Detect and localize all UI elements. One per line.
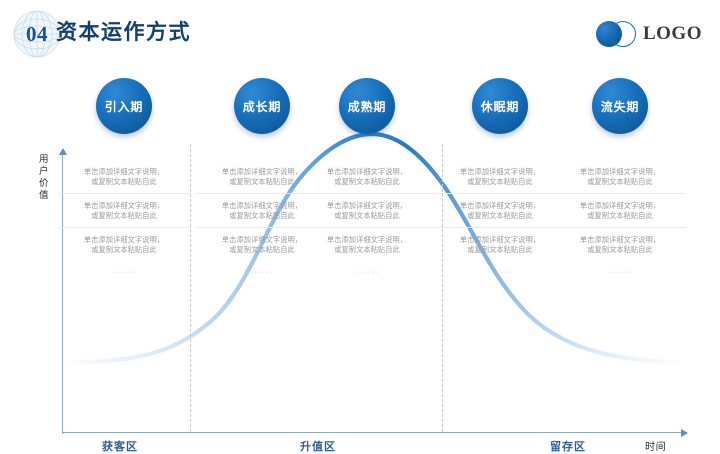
desc-line-1: 单击添加详细文字说明， — [579, 200, 661, 210]
stage-desc-item[interactable]: 单击添加详细文字说明， 或复制文本粘贴自此 — [434, 227, 566, 261]
stage-desc-item[interactable]: 单击添加详细文字说明， 或复制文本粘贴自此 — [58, 160, 190, 193]
stage-bubble-introduction[interactable]: 引入期 — [96, 78, 152, 134]
desc-line-1: 单击添加详细文字说明， — [459, 234, 541, 244]
desc-line-1: 单击添加详细文字说明， — [579, 166, 661, 176]
stage-desc-list: 单击添加详细文字说明， 或复制文本粘贴自此 单击添加详细文字说明， 或复制文本粘… — [554, 160, 686, 276]
globe-icon: 04 — [9, 6, 65, 62]
stage-label: 流失期 — [600, 99, 640, 114]
stage-ellipsis: ······ — [249, 267, 275, 276]
desc-line-1: 单击添加详细文字说明， — [221, 234, 303, 244]
desc-line-2: 或复制文本粘贴自此 — [229, 176, 295, 186]
stage-desc-item[interactable]: 单击添加详细文字说明， 或复制文本粘贴自此 — [434, 160, 566, 193]
stage-desc-item[interactable]: 单击添加详细文字说明， 或复制文本粘贴自此 — [196, 160, 328, 193]
arrow-up-icon — [58, 148, 67, 155]
stage-bubble-maturity[interactable]: 成熟期 — [339, 78, 395, 134]
desc-line-2: 或复制文本粘贴自此 — [229, 210, 295, 220]
desc-line-2: 或复制文本粘贴自此 — [229, 244, 295, 254]
stage-column-growth[interactable]: 成长期 单击添加详细文字说明， 或复制文本粘贴自此 单击添加详细文字说明， 或复… — [196, 78, 328, 276]
page-title: 资本运作方式 — [56, 20, 191, 44]
stage-label: 休眠期 — [480, 99, 520, 114]
stage-bubble-churn[interactable]: 流失期 — [592, 78, 648, 134]
stage-desc-item[interactable]: 单击添加详细文字说明， 或复制文本粘贴自此 — [196, 193, 328, 227]
stage-ellipsis: ······ — [607, 267, 633, 276]
desc-line-1: 单击添加详细文字说明， — [221, 200, 303, 210]
y-axis-label: 用户价值 — [38, 154, 49, 201]
desc-line-2: 或复制文本粘贴自此 — [467, 210, 533, 220]
stage-desc-item[interactable]: 单击添加详细文字说明， 或复制文本粘贴自此 — [301, 193, 433, 227]
stage-ellipsis: ······ — [111, 267, 137, 276]
desc-line-1: 单击添加详细文字说明， — [326, 234, 408, 244]
stage-desc-list: 单击添加详细文字说明， 或复制文本粘贴自此 单击添加详细文字说明， 或复制文本粘… — [58, 160, 190, 276]
zone-label-retention: 留存区 — [550, 441, 586, 453]
overlapping-circles-icon — [595, 20, 638, 48]
stage-desc-item[interactable]: 单击添加详细文字说明， 或复制文本粘贴自此 — [554, 227, 686, 261]
arrow-right-icon — [681, 428, 688, 437]
desc-line-1: 单击添加详细文字说明， — [326, 200, 408, 210]
x-axis-line — [62, 432, 682, 433]
stage-ellipsis: ······ — [487, 267, 513, 276]
stage-label: 成熟期 — [347, 99, 387, 114]
logo[interactable]: LOGO — [595, 18, 702, 50]
stage-desc-item[interactable]: 单击添加详细文字说明， 或复制文本粘贴自此 — [301, 227, 433, 261]
desc-line-1: 单击添加详细文字说明， — [83, 234, 165, 244]
zone-label-growth: 升值区 — [300, 441, 336, 453]
stage-desc-list: 单击添加详细文字说明， 或复制文本粘贴自此 单击添加详细文字说明， 或复制文本粘… — [434, 160, 566, 276]
zone-label-acquisition: 获客区 — [102, 441, 138, 453]
desc-line-2: 或复制文本粘贴自此 — [467, 244, 533, 254]
stage-desc-item[interactable]: 单击添加详细文字说明， 或复制文本粘贴自此 — [196, 227, 328, 261]
y-axis-line — [62, 154, 63, 434]
stage-ellipsis: ······ — [354, 267, 380, 276]
zone-divider — [442, 144, 443, 432]
stage-desc-item[interactable]: 单击添加详细文字说明， 或复制文本粘贴自此 — [434, 193, 566, 227]
desc-line-2: 或复制文本粘贴自此 — [91, 210, 157, 220]
stage-desc-list: 单击添加详细文字说明， 或复制文本粘贴自此 单击添加详细文字说明， 或复制文本粘… — [196, 160, 328, 276]
slide-header: 04 资本运作方式 LOGO — [0, 0, 720, 66]
desc-line-1: 单击添加详细文字说明， — [83, 166, 165, 176]
stage-desc-list: 单击添加详细文字说明， 或复制文本粘贴自此 单击添加详细文字说明， 或复制文本粘… — [301, 160, 433, 276]
desc-line-2: 或复制文本粘贴自此 — [334, 210, 400, 220]
section-number: 04 — [26, 21, 48, 46]
desc-line-2: 或复制文本粘贴自此 — [587, 176, 653, 186]
stage-desc-item[interactable]: 单击添加详细文字说明， 或复制文本粘贴自此 — [554, 193, 686, 227]
stage-label: 引入期 — [104, 99, 144, 114]
stage-bubble-dormancy[interactable]: 休眠期 — [472, 78, 528, 134]
stage-bubble-growth[interactable]: 成长期 — [234, 78, 290, 134]
desc-line-2: 或复制文本粘贴自此 — [587, 210, 653, 220]
stage-desc-item[interactable]: 单击添加详细文字说明， 或复制文本粘贴自此 — [301, 160, 433, 193]
desc-line-1: 单击添加详细文字说明， — [221, 166, 303, 176]
desc-line-1: 单击添加详细文字说明， — [459, 166, 541, 176]
x-axis-label: 时间 — [645, 442, 667, 453]
logo-ring — [609, 21, 636, 47]
stage-desc-item[interactable]: 单击添加详细文字说明， 或复制文本粘贴自此 — [554, 160, 686, 193]
desc-line-2: 或复制文本粘贴自此 — [334, 244, 400, 254]
zone-divider — [190, 144, 191, 432]
stage-column-introduction[interactable]: 引入期 单击添加详细文字说明， 或复制文本粘贴自此 单击添加详细文字说明， 或复… — [58, 78, 190, 276]
desc-line-1: 单击添加详细文字说明， — [459, 200, 541, 210]
stage-column-churn[interactable]: 流失期 单击添加详细文字说明， 或复制文本粘贴自此 单击添加详细文字说明， 或复… — [554, 78, 686, 276]
desc-line-1: 单击添加详细文字说明， — [579, 234, 661, 244]
stage-label: 成长期 — [242, 99, 282, 114]
stage-column-maturity[interactable]: 成熟期 单击添加详细文字说明， 或复制文本粘贴自此 单击添加详细文字说明， 或复… — [301, 78, 433, 276]
logo-text: LOGO — [642, 23, 702, 44]
stage-desc-item[interactable]: 单击添加详细文字说明， 或复制文本粘贴自此 — [58, 193, 190, 227]
desc-line-2: 或复制文本粘贴自此 — [91, 244, 157, 254]
stage-desc-item[interactable]: 单击添加详细文字说明， 或复制文本粘贴自此 — [58, 227, 190, 261]
desc-line-1: 单击添加详细文字说明， — [326, 166, 408, 176]
desc-line-2: 或复制文本粘贴自此 — [587, 244, 653, 254]
desc-line-1: 单击添加详细文字说明， — [83, 200, 165, 210]
desc-line-2: 或复制文本粘贴自此 — [334, 176, 400, 186]
desc-line-2: 或复制文本粘贴自此 — [91, 176, 157, 186]
stage-column-dormancy[interactable]: 休眠期 单击添加详细文字说明， 或复制文本粘贴自此 单击添加详细文字说明， 或复… — [434, 78, 566, 276]
lifecycle-chart: 用户价值 时间 获客区 升值区 留存区 引入期 单击添加详细文字说明， 或复制文… — [0, 66, 720, 453]
desc-line-2: 或复制文本粘贴自此 — [467, 176, 533, 186]
